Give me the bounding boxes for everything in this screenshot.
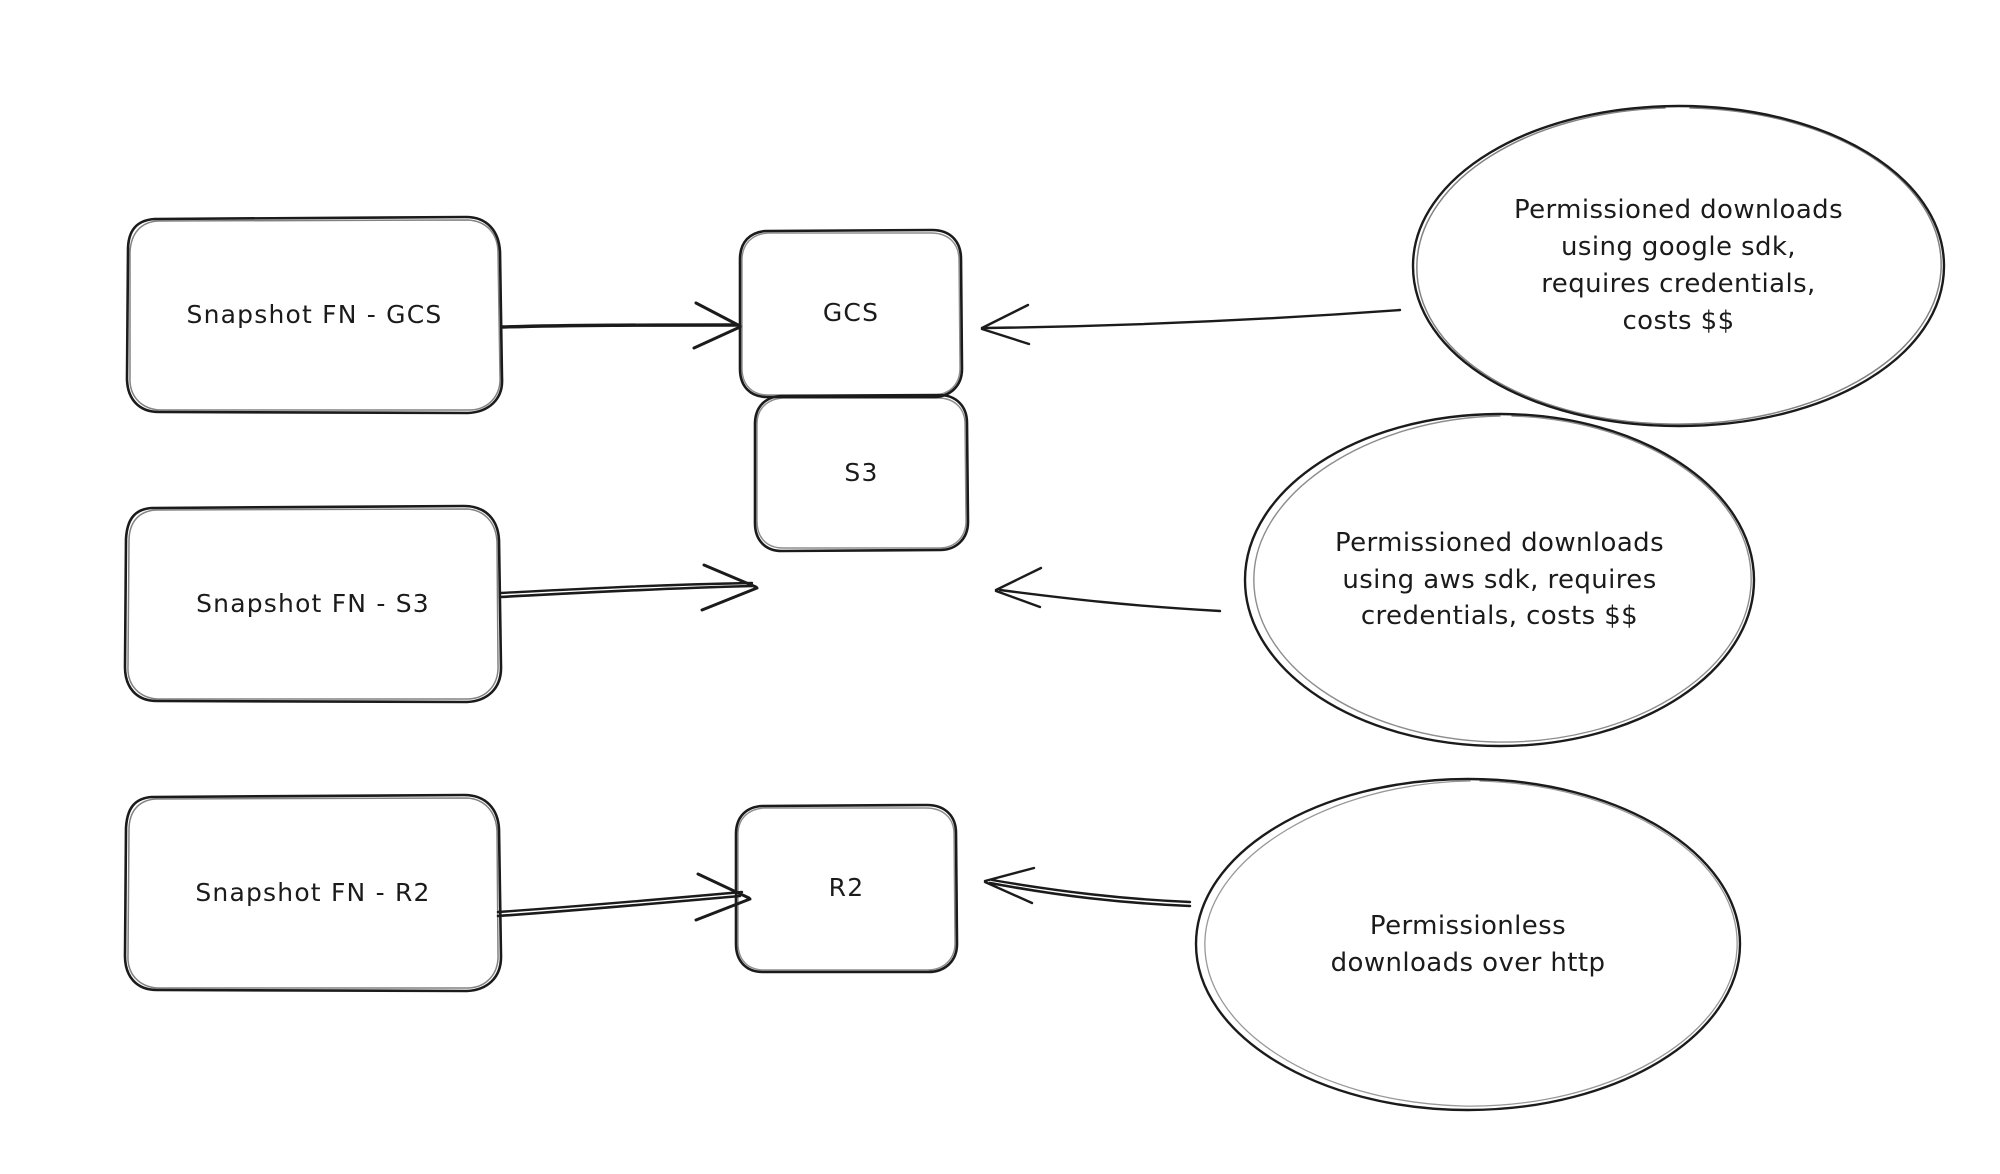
node-snapshot-fn-s3[interactable] — [123, 504, 503, 704]
edge-note-s3 — [994, 566, 1222, 613]
edge-snapshot-s3 — [498, 563, 759, 612]
note-s3-ellipse[interactable] — [1243, 412, 1756, 748]
node-s3-store[interactable] — [753, 393, 970, 553]
edge-snapshot-r2 — [496, 872, 752, 922]
edge-note-r2 — [983, 866, 1192, 908]
node-snapshot-fn-r2[interactable] — [123, 793, 503, 993]
node-snapshot-fn-gcs[interactable] — [125, 215, 504, 415]
node-r2-store[interactable] — [734, 803, 959, 974]
edge-note-gcs — [980, 303, 1402, 346]
note-r2-ellipse[interactable] — [1194, 777, 1742, 1112]
note-gcs-ellipse[interactable] — [1411, 104, 1946, 428]
edge-snapshot-gcs — [501, 301, 742, 350]
node-gcs-store[interactable] — [738, 228, 964, 399]
